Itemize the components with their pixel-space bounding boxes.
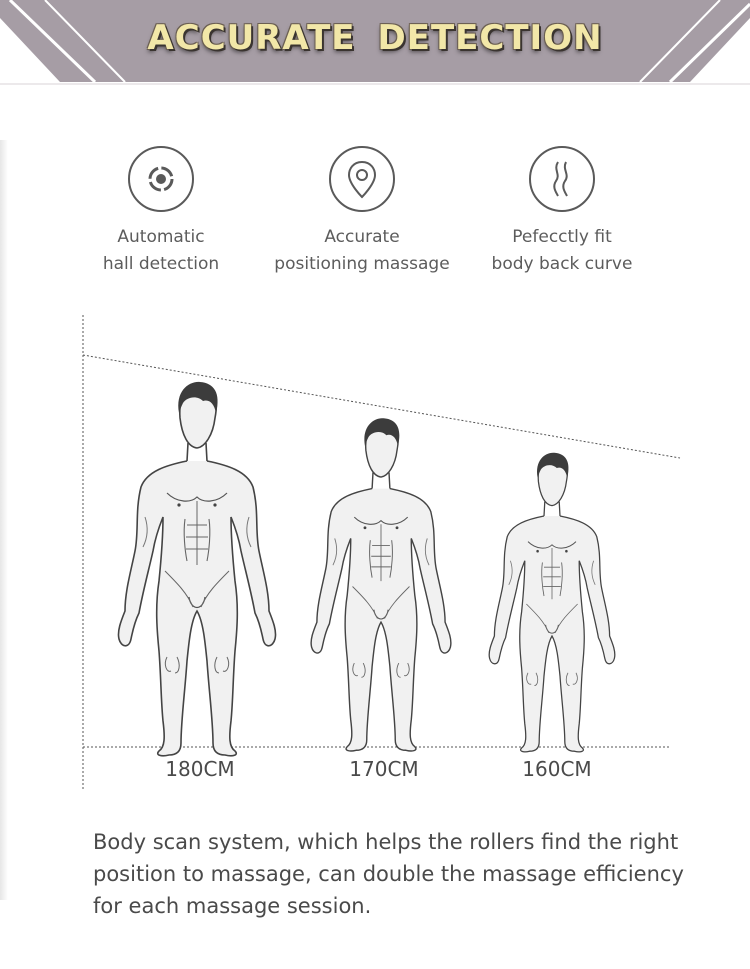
- feature-label-line2: hall detection: [102, 254, 220, 274]
- feature-back-curve: Pefecctly fit body back curve: [452, 146, 672, 278]
- feature-label-line1: Automatic: [117, 227, 205, 247]
- spine-curve-icon: [529, 146, 595, 212]
- header-banner: ACCURATE DETECTION: [0, 0, 750, 90]
- target-icon: [128, 146, 194, 212]
- banner-background: [0, 0, 750, 85]
- location-pin-icon: [329, 146, 395, 212]
- description-text: Body scan system, which helps the roller…: [93, 830, 684, 918]
- feature-hall-detection: Automatic hall detection: [51, 146, 271, 278]
- feature-label-line2: positioning massage: [274, 254, 450, 274]
- height-label-180: 180CM: [165, 757, 235, 781]
- height-label-170: 170CM: [349, 757, 419, 781]
- height-label-160: 160CM: [522, 757, 592, 781]
- feature-label-line2: body back curve: [491, 254, 633, 274]
- banner-title: ACCURATE DETECTION: [0, 18, 750, 58]
- left-edge-shadow: [0, 140, 8, 900]
- height-comparison-illustration: [82, 315, 681, 790]
- feature-label-line1: Pefecctly fit: [512, 227, 612, 247]
- banner-title-word1: ACCURATE: [147, 18, 356, 58]
- banner-title-word2: DETECTION: [377, 18, 603, 58]
- feature-positioning-massage: Accurate positioning massage: [252, 146, 472, 278]
- feature-label-line1: Accurate: [324, 227, 400, 247]
